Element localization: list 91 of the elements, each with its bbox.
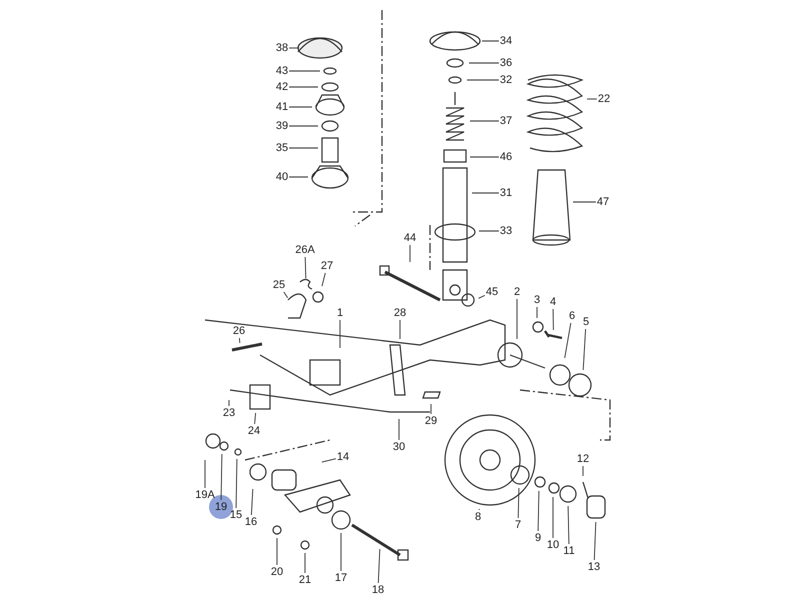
callout-number: 27 bbox=[320, 260, 334, 272]
leader-line bbox=[582, 328, 586, 370]
leader-line bbox=[430, 404, 432, 414]
leader-line bbox=[220, 454, 222, 500]
callout-number: 18 bbox=[372, 584, 384, 596]
callout-number: 45 bbox=[486, 286, 498, 298]
callout-number: 5 bbox=[582, 316, 590, 328]
callout-number: 1 bbox=[336, 307, 344, 319]
callout-number: 9 bbox=[534, 532, 542, 544]
callout-number: 30 bbox=[392, 441, 406, 453]
callout-number: 32 bbox=[500, 74, 512, 86]
callout-number: 31 bbox=[500, 187, 512, 199]
leader-line bbox=[398, 418, 400, 440]
callout-number: 25 bbox=[272, 279, 286, 291]
callout-number: 26 bbox=[232, 325, 246, 337]
leader-line bbox=[582, 466, 584, 476]
leader-line bbox=[304, 256, 306, 279]
callout-number: 40 bbox=[276, 171, 288, 183]
callout-number: 35 bbox=[276, 142, 288, 154]
callout-number: 11 bbox=[563, 545, 575, 557]
callout-number: 47 bbox=[596, 196, 610, 208]
callout-number: 16 bbox=[244, 516, 258, 528]
leader-line bbox=[538, 490, 540, 532]
callout-number: 22 bbox=[598, 93, 610, 105]
callout-number: 42 bbox=[276, 81, 288, 93]
callout-number: 17 bbox=[334, 572, 348, 584]
callout-number: 41 bbox=[276, 101, 288, 113]
callout-number: 37 bbox=[500, 115, 512, 127]
leader-line bbox=[238, 338, 240, 344]
leader-line bbox=[378, 548, 380, 584]
leader-line bbox=[254, 412, 256, 424]
leader-line bbox=[250, 488, 254, 516]
leader-line bbox=[288, 86, 318, 88]
callout-number: 38 bbox=[276, 42, 288, 54]
callout-number: 36 bbox=[500, 57, 512, 69]
leader-line bbox=[518, 488, 520, 518]
callout-number: 14 bbox=[336, 451, 350, 463]
callout-number: 39 bbox=[276, 120, 288, 132]
callout-number: 15 bbox=[230, 509, 242, 521]
callout-number: 12 bbox=[576, 453, 590, 465]
callout-number: 2 bbox=[514, 286, 520, 298]
callout-number: 24 bbox=[248, 425, 260, 437]
callout-number: 3 bbox=[534, 294, 540, 306]
leader-line bbox=[516, 298, 518, 340]
callout-number: 26A bbox=[295, 244, 315, 256]
callout-number: 19 bbox=[214, 501, 228, 513]
leader-line bbox=[288, 106, 312, 108]
leader-line bbox=[228, 400, 230, 406]
callout-number: 29 bbox=[424, 415, 438, 427]
leader-line bbox=[321, 458, 336, 463]
leader-line bbox=[552, 308, 554, 330]
leader-line bbox=[304, 552, 306, 574]
leader-line bbox=[340, 532, 342, 572]
leader-line bbox=[472, 192, 500, 194]
bolt-drawing bbox=[544, 330, 564, 340]
leader-line bbox=[478, 230, 500, 232]
leader-line bbox=[470, 156, 500, 158]
callout-number: 19A bbox=[195, 489, 215, 501]
callout-number: 6 bbox=[568, 310, 576, 322]
leader-line bbox=[322, 272, 326, 287]
callout-number: 43 bbox=[276, 65, 288, 77]
callout-number: 21 bbox=[298, 574, 312, 586]
callout-number: 44 bbox=[404, 232, 416, 244]
callout-number: 7 bbox=[514, 519, 522, 531]
callout-number: 13 bbox=[588, 561, 600, 573]
spring-clip-drawing bbox=[300, 278, 312, 290]
leader-line bbox=[236, 458, 238, 508]
callout-number: 20 bbox=[270, 566, 284, 578]
callout-number: 10 bbox=[546, 539, 560, 551]
leader-line bbox=[468, 62, 500, 64]
leader-line bbox=[288, 70, 320, 72]
leader-line bbox=[470, 120, 500, 122]
leader-line bbox=[594, 522, 596, 560]
callout-number: 46 bbox=[500, 151, 512, 163]
leader-line bbox=[478, 294, 486, 299]
callout-number: 33 bbox=[500, 225, 512, 237]
callout-number: 8 bbox=[474, 511, 482, 523]
callout-number: 4 bbox=[550, 296, 556, 308]
leader-line bbox=[552, 496, 554, 538]
callout-number: 28 bbox=[394, 307, 406, 319]
leader-line bbox=[586, 98, 598, 100]
leader-line bbox=[283, 292, 288, 298]
leader-line bbox=[536, 306, 538, 318]
callout-number: 34 bbox=[500, 35, 512, 47]
leader-line bbox=[276, 538, 278, 566]
callout-number: 23 bbox=[222, 407, 236, 419]
leader-line bbox=[568, 506, 570, 544]
leader-line bbox=[482, 40, 500, 42]
leader-line bbox=[564, 322, 572, 359]
leader-line bbox=[288, 176, 308, 178]
leader-line bbox=[204, 460, 206, 488]
